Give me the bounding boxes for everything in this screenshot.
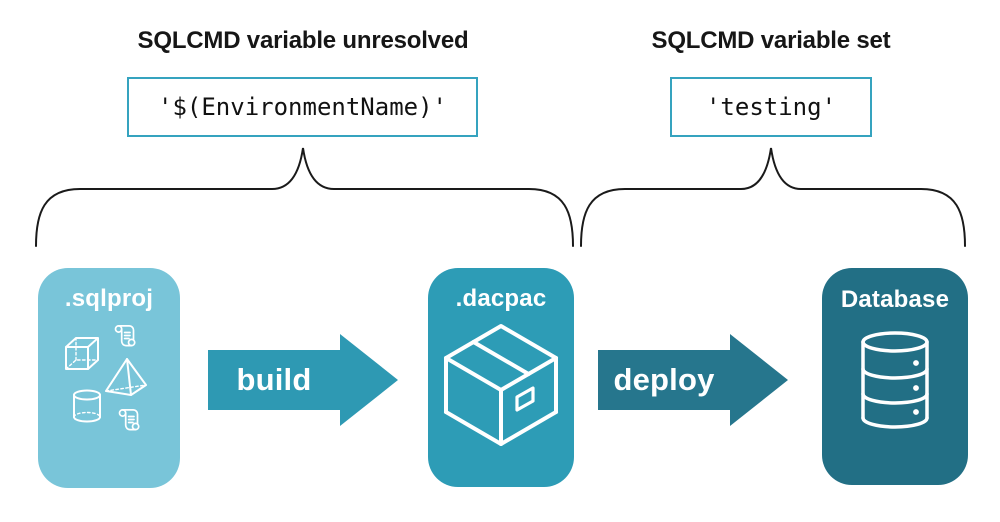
database-cylinder-icon	[861, 331, 929, 429]
stage-card-dacpac: .dacpac	[428, 268, 574, 487]
code-text-set: 'testing'	[705, 93, 837, 121]
cylinder-icon	[73, 389, 101, 423]
database-dot	[913, 409, 919, 415]
pyramid-icon	[105, 358, 147, 396]
deploy-arrow	[598, 334, 788, 426]
package-box-icon	[444, 324, 558, 446]
stage-card-database: Database	[822, 268, 968, 485]
code-text-unresolved: '$(EnvironmentName)'	[158, 93, 447, 121]
scroll-icon	[118, 409, 140, 431]
cube-icon	[65, 337, 99, 370]
deploy-arrow-shape	[598, 334, 788, 426]
stage-label-sqlproj: .sqlproj	[64, 285, 154, 312]
right-brace	[580, 147, 966, 247]
database-dot	[913, 385, 919, 391]
stage-card-sqlproj: .sqlproj	[38, 268, 180, 488]
build-arrow-shape	[208, 334, 398, 426]
code-box-unresolved: '$(EnvironmentName)'	[127, 77, 478, 137]
build-arrow	[208, 334, 398, 426]
title-unresolved: SQLCMD variable unresolved	[137, 27, 469, 54]
deploy-arrow-label: deploy	[613, 362, 715, 397]
database-dot	[913, 360, 919, 366]
left-brace	[35, 147, 574, 247]
build-arrow-label: build	[236, 362, 312, 397]
title-set: SQLCMD variable set	[651, 27, 891, 54]
stage-label-dacpac: .dacpac	[455, 285, 547, 312]
scroll-icon	[114, 325, 136, 347]
stage-label-database: Database	[840, 286, 950, 313]
code-box-set: 'testing'	[670, 77, 872, 137]
